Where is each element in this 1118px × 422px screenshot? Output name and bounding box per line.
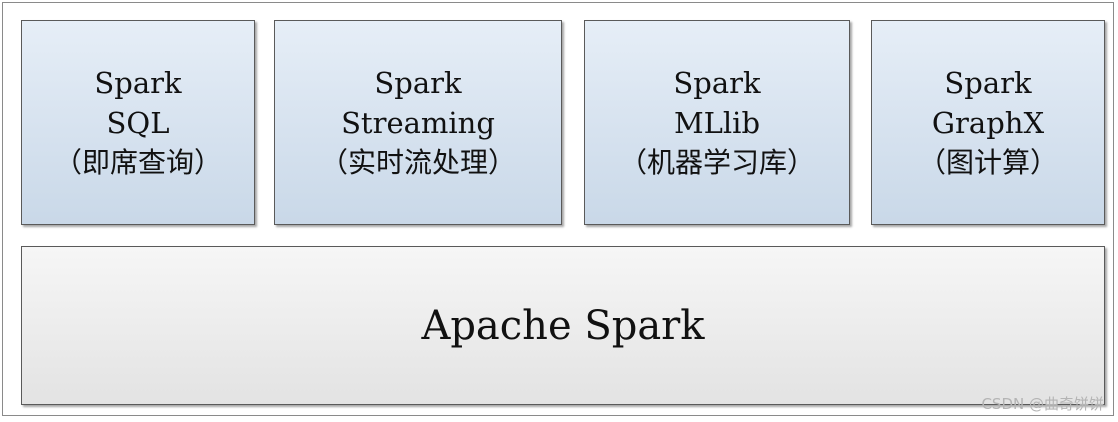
watermark: CSDN @曲奇饼饼 xyxy=(981,395,1104,413)
module-name: MLlib xyxy=(673,105,761,140)
module-description: （实时流处理） xyxy=(319,145,516,179)
module-spark-graphx: Spark GraphX （图计算） xyxy=(871,20,1105,225)
module-spark-sql: Spark SQL （即席查询） xyxy=(21,20,255,225)
module-name: GraphX xyxy=(931,105,1045,140)
module-name-prefix: Spark xyxy=(94,65,182,100)
core-label: Apache Spark xyxy=(421,302,705,349)
module-description: （即席查询） xyxy=(53,145,222,179)
module-spark-mllib: Spark MLlib （机器学习库） xyxy=(584,20,850,225)
module-name-prefix: Spark xyxy=(374,65,462,100)
apache-spark-core: Apache Spark xyxy=(21,246,1105,405)
module-description: （图计算） xyxy=(917,145,1058,179)
module-name: SQL xyxy=(106,105,170,140)
module-description: （机器学习库） xyxy=(618,145,815,179)
module-name-prefix: Spark xyxy=(673,65,761,100)
module-spark-streaming: Spark Streaming （实时流处理） xyxy=(274,20,562,225)
module-name: Streaming xyxy=(341,105,495,140)
module-name-prefix: Spark xyxy=(944,65,1032,100)
